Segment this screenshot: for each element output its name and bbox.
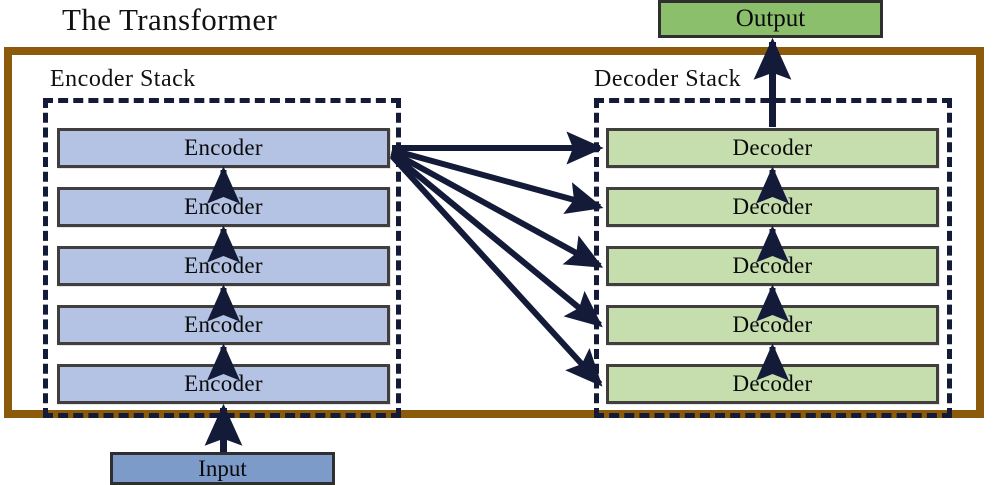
arrow-encoder-top-to-decoder-5 <box>389 153 603 387</box>
page-title: The Transformer <box>62 2 278 37</box>
encoder-stack-label: Encoder Stack <box>50 66 196 92</box>
transformer-outer-frame <box>4 47 984 418</box>
arrow-encoder-top-to-decoder-3 <box>390 149 604 269</box>
cross-attention-fan <box>389 131 604 387</box>
input-box: Input <box>110 452 335 485</box>
output-box: Output <box>658 0 883 38</box>
arrow-encoder-top-to-decoder-2 <box>391 147 604 215</box>
decoder-stack-label: Decoder Stack <box>594 66 742 92</box>
decoder-layer-1[interactable]: Decoder <box>606 128 939 168</box>
arrow-encoder-top-to-decoder-4 <box>390 151 603 328</box>
